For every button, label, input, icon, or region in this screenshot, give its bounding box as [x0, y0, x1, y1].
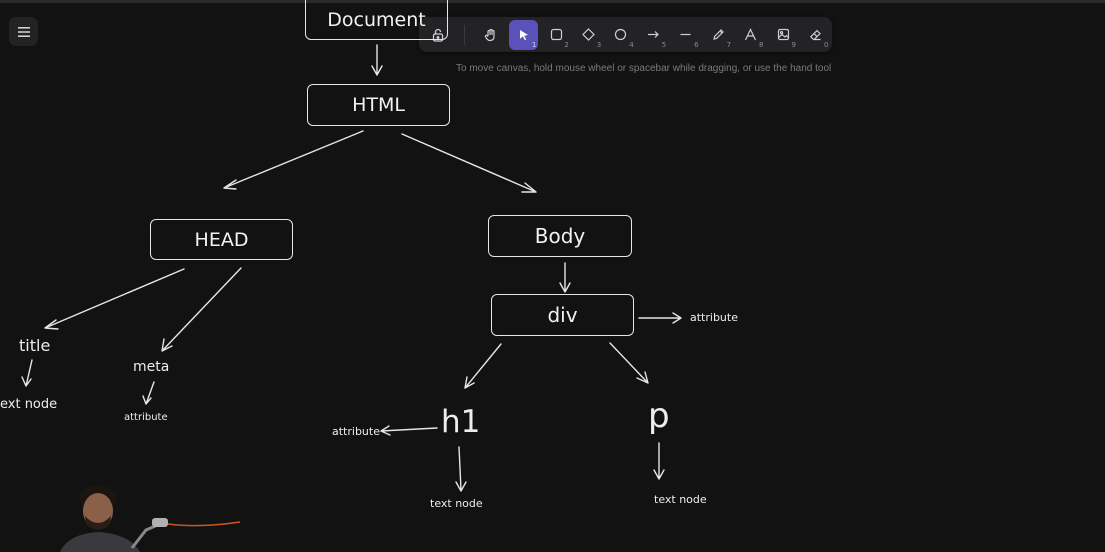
node-div-label: div: [547, 303, 578, 327]
node-document[interactable]: Document: [305, 0, 448, 40]
tool-shortcut: 8: [759, 40, 764, 49]
arrow-head-meta: [161, 267, 242, 352]
window-top-edge: [0, 0, 1105, 3]
tool-hand[interactable]: [476, 20, 505, 50]
arrow-div-attribute: [638, 312, 682, 324]
tool-diamond[interactable]: 3: [574, 20, 603, 50]
tool-shortcut: 5: [661, 40, 667, 49]
h1-text-node-label[interactable]: text node: [430, 497, 483, 510]
tool-ellipse[interactable]: 4: [606, 20, 635, 50]
node-document-label: Document: [327, 8, 426, 31]
cursor-icon: [519, 29, 528, 40]
rectangle-icon: [550, 28, 562, 41]
node-html-label: HTML: [352, 94, 405, 116]
arrow-html-body: [401, 133, 537, 193]
tool-shortcut: 1: [531, 40, 537, 49]
toolbar-divider: [463, 24, 465, 45]
main-menu-button[interactable]: [9, 17, 38, 46]
text-icon: [745, 28, 757, 41]
arrow-icon: [647, 31, 659, 38]
tool-image[interactable]: 9: [769, 20, 798, 50]
node-head[interactable]: HEAD: [150, 219, 293, 260]
arrow-html-head: [223, 130, 364, 190]
meta-attribute-label[interactable]: attribute: [124, 412, 168, 423]
arrow-p-textnode: [653, 442, 665, 480]
arrow-title-textnode: [21, 359, 33, 387]
arrow-h1-textnode: [455, 446, 467, 492]
presenter-webcam: [60, 485, 241, 552]
div-attribute-label[interactable]: attribute: [690, 311, 738, 324]
hand-icon: [485, 28, 495, 41]
image-icon: [777, 28, 789, 41]
tool-shortcut: 7: [726, 40, 732, 49]
p-label[interactable]: p: [648, 396, 670, 436]
p-text-node-label[interactable]: text node: [654, 493, 707, 506]
node-html[interactable]: HTML: [307, 84, 450, 126]
arrow-h1-attribute: [380, 425, 438, 436]
arrow-document-html: [371, 44, 383, 76]
line-icon: [680, 33, 691, 36]
tool-draw[interactable]: 7: [704, 20, 733, 50]
diamond-icon: [582, 28, 595, 41]
node-head-label: HEAD: [194, 228, 249, 251]
arrow-body-div: [559, 262, 571, 293]
tool-selection[interactable]: 1: [508, 19, 539, 50]
tool-shortcut: 9: [791, 40, 796, 49]
ellipse-icon: [615, 28, 627, 41]
h1-attribute-label[interactable]: attribute: [332, 425, 380, 438]
tool-rectangle[interactable]: 2: [541, 20, 570, 50]
arrow-head-title: [44, 268, 185, 330]
arrow-div-p: [609, 342, 649, 384]
hamburger-icon: [17, 26, 30, 37]
tool-text[interactable]: 8: [736, 20, 765, 50]
arrow-div-h1: [464, 343, 502, 389]
tool-shortcut: 6: [694, 40, 699, 49]
tool-eraser[interactable]: 0: [801, 20, 830, 50]
tool-arrow[interactable]: 5: [639, 20, 668, 50]
tool-shortcut: 3: [596, 40, 602, 49]
meta-label[interactable]: meta: [133, 359, 170, 375]
tool-line[interactable]: 6: [671, 20, 700, 50]
h1-label[interactable]: h1: [441, 404, 481, 440]
node-div[interactable]: div: [491, 294, 634, 336]
title-label[interactable]: title: [19, 336, 51, 355]
node-body-label: Body: [534, 224, 586, 248]
node-body[interactable]: Body: [488, 215, 632, 257]
tool-shortcut: 4: [629, 40, 634, 49]
tool-shortcut: 0: [823, 40, 829, 49]
pencil-icon: [713, 29, 724, 40]
title-text-node-label[interactable]: ext node: [0, 397, 58, 412]
canvas-hint: To move canvas, hold mouse wheel or spac…: [456, 63, 832, 74]
eraser-icon: [810, 29, 822, 41]
drawing-toolbar: 1 2 3 4 5 6 7 8 9 0: [419, 17, 832, 52]
tool-shortcut: 2: [564, 40, 569, 49]
arrow-meta-attribute: [142, 381, 155, 405]
